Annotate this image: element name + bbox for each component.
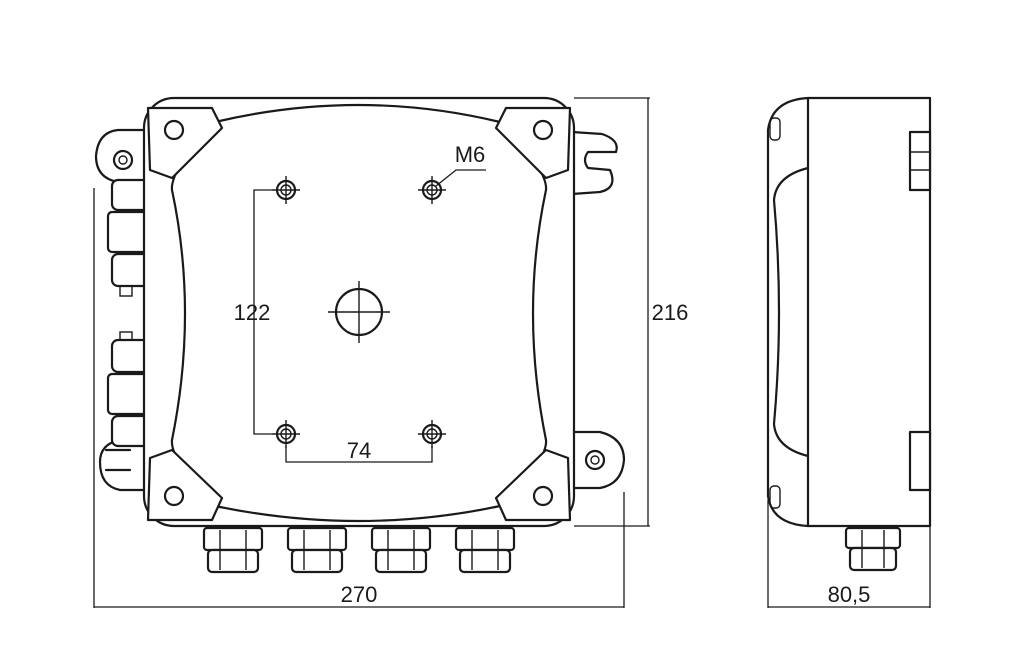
mounting-lug-top-right: [570, 130, 618, 196]
corner-screw-top-left: [146, 106, 224, 180]
mounting-hole-bottom-left: [272, 420, 300, 448]
side-view: [766, 96, 932, 572]
side-lug-bottom: [908, 430, 932, 492]
corner-screw-bottom-right: [494, 448, 572, 522]
mounting-hole-top-right: [418, 176, 446, 204]
mounting-hole-bottom-right: [418, 420, 446, 448]
corner-screw-top-right: [494, 106, 572, 180]
label-thread-m6: M6: [455, 142, 486, 167]
center-hole: [328, 281, 390, 343]
mounting-lug-top-left: [94, 128, 152, 184]
dimension-lines-side: [767, 500, 931, 608]
dimension-lines-front: [93, 97, 650, 608]
cable-gland-1: [202, 526, 264, 574]
side-housing: [766, 96, 932, 528]
front-view: [94, 96, 626, 574]
cable-gland-3: [370, 526, 432, 574]
corner-screw-bottom-left: [146, 448, 224, 522]
side-cable-gland: [844, 526, 902, 572]
cable-gland-4: [454, 526, 516, 574]
mounting-lug-bottom-left: [98, 438, 152, 492]
mounting-lug-bottom-right: [570, 430, 626, 490]
side-lug-top: [908, 130, 932, 192]
cable-gland-2: [286, 526, 348, 574]
mounting-hole-top-left: [272, 176, 300, 204]
label-hole-spacing-122: 122: [234, 300, 271, 325]
label-hole-spacing-74: 74: [347, 438, 371, 463]
label-height-216: 216: [652, 300, 689, 325]
label-width-270: 270: [341, 582, 378, 607]
label-depth-80-5: 80,5: [828, 582, 871, 607]
